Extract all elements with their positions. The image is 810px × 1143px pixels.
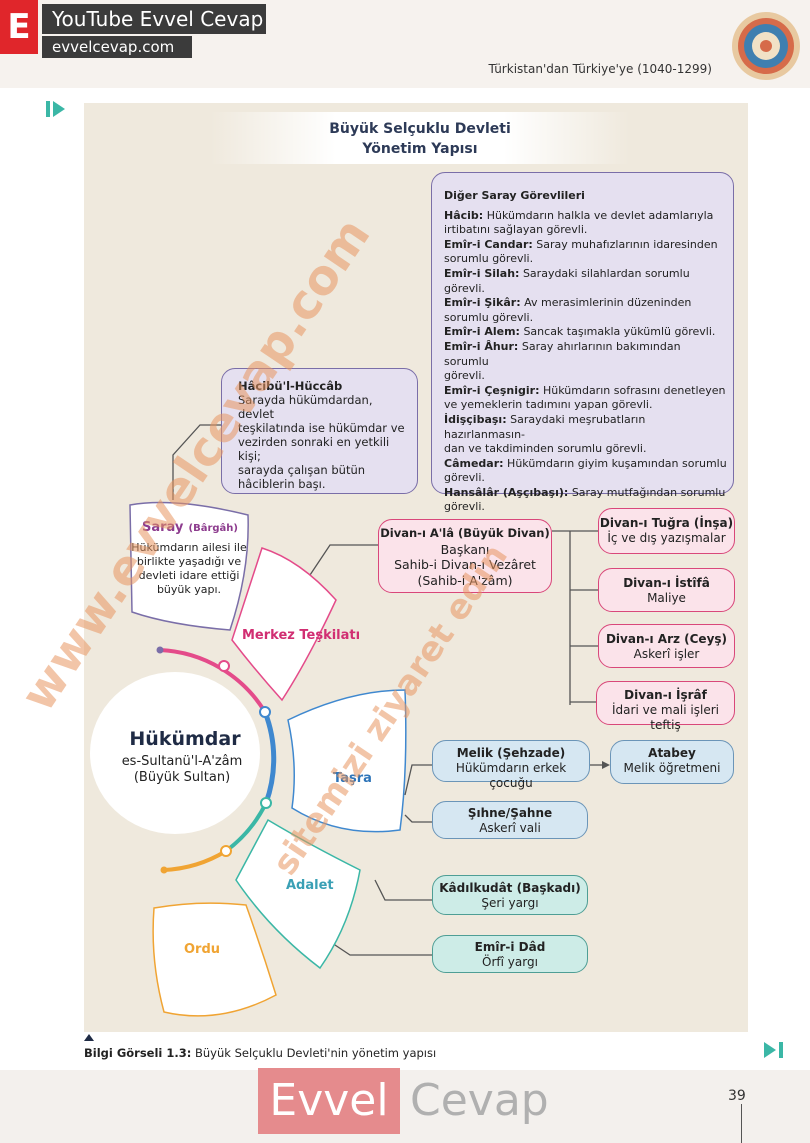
figure-subtitle: Yönetim Yapısı — [362, 141, 478, 157]
title-band — [210, 112, 630, 164]
emiridad-box: Emîr-i Dâd Örfî yargı — [432, 935, 588, 973]
sector-ordu: Ordu — [184, 942, 221, 957]
page-rule — [741, 1104, 742, 1143]
divan-arz-box: Divan-ı Arz (Ceyş) Askerî işler — [598, 624, 735, 668]
atabey-box: Atabey Melik öğretmeni — [610, 740, 734, 784]
gorevli-item: Hâcib: Hükümdarın halkla ve devlet adaml… — [444, 208, 714, 237]
sector-adalet: Adalet — [286, 878, 334, 893]
gorevli-item: Emîr-i Silah: Saraydaki silahlardan soru… — [444, 266, 690, 295]
gorevli-item: Hansâlâr (Aşçıbaşı): Saray mutfağından s… — [444, 485, 726, 514]
site-link[interactable]: evvelcevap.com — [42, 36, 192, 58]
gorevli-item: Emîr-i Candar: Saray muhafızlarının idar… — [444, 237, 718, 266]
youtube-label[interactable]: YouTube Evvel Cevap — [42, 4, 266, 34]
divan-ala-box: Divan-ı A'lâ (Büyük Divan) Başkanı Sahib… — [378, 519, 552, 593]
figure-title: Büyük Selçuklu Devleti — [329, 121, 511, 137]
divan-tugra-box: Divan-ı Tuğra (İnşa) İç ve dış yazışmala… — [598, 508, 735, 554]
section-end-icon — [764, 1042, 786, 1058]
hacib-box: Hâcibü'l-Hüccâb Sarayda hükümdardan, dev… — [221, 368, 418, 494]
caption-marker-icon — [84, 1034, 94, 1041]
gorevli-item: Emîr-i Alem: Sancak taşımakla yükümlü gö… — [444, 325, 716, 339]
diger-saray-box: Diğer Saray Görevlileri Hâcib: Hükümdarı… — [431, 172, 734, 513]
hukumdar-desc: es-Sultanü'l-A'zâm (Büyük Sultan) — [121, 754, 243, 785]
sector-merkez: Merkez Teşkilatı — [242, 628, 361, 643]
saray-title: Saray (Bârgâh) — [142, 520, 238, 535]
gorevli-item: Emîr-i Şikâr: Av merasimlerinin düzenind… — [444, 296, 692, 324]
gorevli-item: Emîr-i Çeşnigir: Hükümdarın sofrasını de… — [444, 383, 726, 412]
gorevli-item: İdişçibaşı: Saraydaki meşrubatların hazı… — [444, 412, 647, 456]
divan-istifa-box: Divan-ı İstîfâ Maliye — [598, 568, 735, 612]
gorevli-item: Emîr-i Âhur: Saray ahırlarının bakımında… — [444, 339, 681, 383]
sihne-box: Şıhne/Şahne Askerî vali — [432, 801, 588, 839]
saray-desc: Hükümdarın ailesi ile birlikte yaşadığı … — [131, 541, 247, 596]
footer-cevap: Cevap — [410, 1075, 549, 1126]
page-number: 39 — [728, 1088, 746, 1104]
footer-band — [0, 1070, 810, 1143]
chapter-title: Türkistan'dan Türkiye'ye (1040-1299) — [488, 62, 712, 76]
gorevli-item: Câmedar: Hükümdarın giyim kuşamından sor… — [444, 456, 727, 485]
section-start-icon — [46, 101, 66, 117]
kadilkudat-box: Kâdılkudât (Başkadı) Şeri yargı — [432, 875, 588, 915]
sector-tasra: Taşra — [333, 771, 372, 786]
hukumdar-title: Hükümdar — [129, 728, 241, 750]
melik-box: Melik (Şehzade) Hükümdarın erkek çocuğu — [432, 740, 590, 790]
hukumdar-circle — [90, 672, 260, 834]
divan-israf-box: Divan-ı İşrâf İdari ve mali işleri tefti… — [596, 681, 735, 732]
rosette-ornament-icon — [732, 12, 800, 80]
figure-caption: Bilgi Görseli 1.3: Büyük Selçuklu Devlet… — [84, 1046, 437, 1060]
footer-evvel: Evvel — [258, 1068, 400, 1134]
brand-logo[interactable]: E — [0, 0, 38, 54]
